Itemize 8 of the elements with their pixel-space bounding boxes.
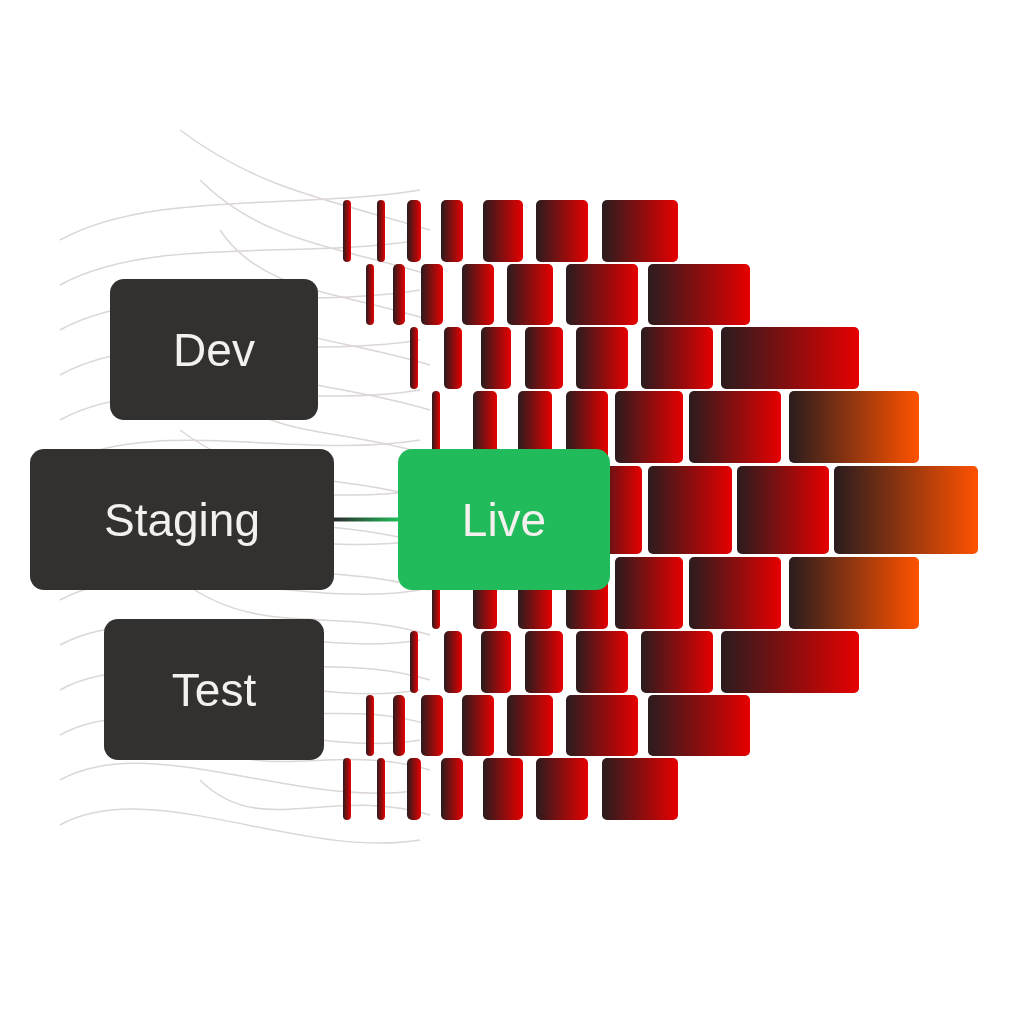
live-environment-box — [398, 449, 610, 590]
environment-box — [30, 449, 334, 590]
environment-box — [104, 619, 324, 760]
environment-label: Live — [461, 496, 547, 543]
environment-box — [110, 279, 318, 420]
environment-label: Dev — [173, 326, 255, 373]
environment-label: Test — [171, 666, 257, 713]
connector-line — [334, 517, 398, 522]
